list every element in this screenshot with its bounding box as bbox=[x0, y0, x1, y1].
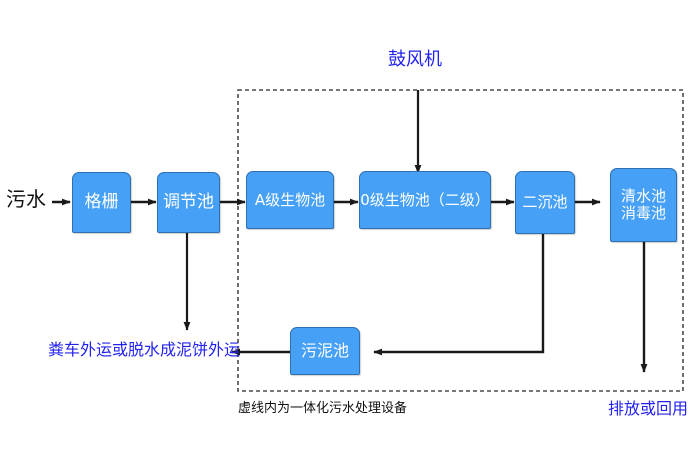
node-grating[interactable]: 格栅 bbox=[72, 172, 131, 233]
node-clearwater-tank-label-line1: 清水池 bbox=[620, 187, 666, 206]
label-blower: 鼓风机 bbox=[388, 49, 442, 70]
label-dashed-caption: 虚线内为一体化污水处理设备 bbox=[238, 401, 408, 416]
node-regulating-tank-label: 调节池 bbox=[163, 191, 214, 212]
node-grating-label: 格栅 bbox=[84, 191, 119, 212]
node-sludge-tank[interactable]: 污泥池 bbox=[290, 327, 360, 375]
label-sludge-haul: 粪车外运或脱水成泥饼外运 bbox=[48, 340, 241, 359]
node-regulating-tank[interactable]: 调节池 bbox=[157, 172, 220, 233]
dashed-equipment-boundary bbox=[237, 89, 684, 392]
node-secondary-settling-tank[interactable]: 二沉池 bbox=[515, 171, 575, 234]
label-outflow: 排放或回用 bbox=[608, 399, 689, 418]
node-bio-tank-o[interactable]: 0级生物池（二级） bbox=[359, 171, 491, 229]
node-clearwater-disinfection-tank[interactable]: 清水池 消毒池 bbox=[610, 168, 677, 242]
label-inflow: 污水 bbox=[6, 187, 46, 211]
node-sludge-tank-label: 污泥池 bbox=[300, 341, 349, 361]
node-bio-tank-a[interactable]: A级生物池 bbox=[246, 171, 334, 229]
arrow-settle2-to-sludge bbox=[373, 234, 545, 356]
node-clearwater-tank-label-line2: 消毒池 bbox=[620, 204, 666, 222]
node-secondary-settling-tank-label: 二沉池 bbox=[522, 193, 568, 212]
node-bio-tank-o-label: 0级生物池（二级） bbox=[360, 190, 490, 209]
node-bio-tank-a-label: A级生物池 bbox=[254, 190, 326, 209]
